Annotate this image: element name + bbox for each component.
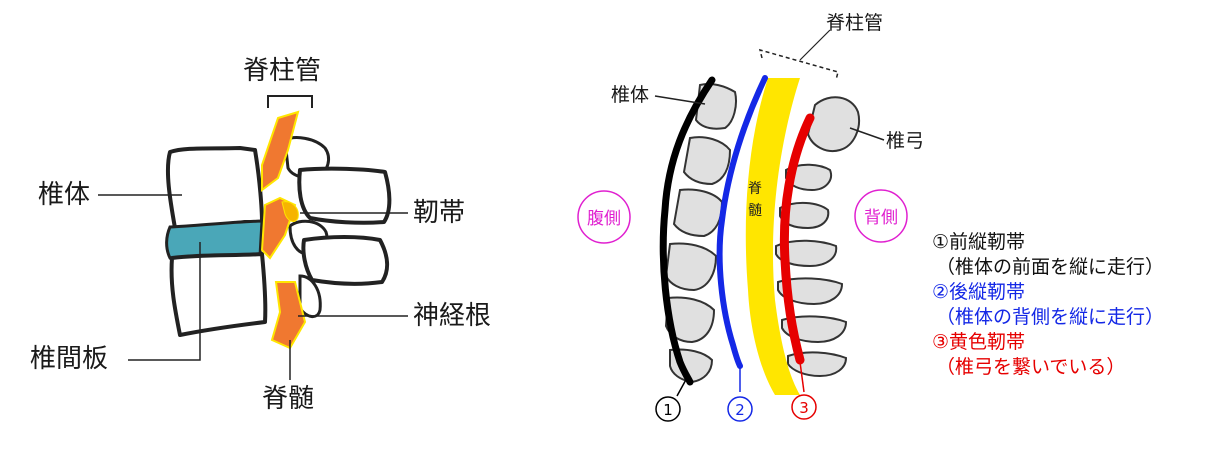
ligamentum-yellow xyxy=(281,201,299,222)
right-vertebral-body-label: 椎体 xyxy=(611,84,650,106)
upper-spinous-process xyxy=(297,166,392,225)
lower-spinous-process xyxy=(301,235,389,286)
spinal-cord-segment-upper xyxy=(261,110,300,192)
lower-vertebral-body xyxy=(169,252,268,337)
svg-text:背側: 背側 xyxy=(864,208,898,228)
legend-item-3-desc: （椎弓を繋いでいる） xyxy=(936,356,1126,379)
svg-text:1: 1 xyxy=(663,401,673,419)
left-disc-label: 椎間板 xyxy=(30,344,109,374)
leader-disc xyxy=(128,242,201,361)
intervertebral-disc xyxy=(165,219,264,260)
cord-char-2: 髄 xyxy=(748,203,762,219)
legend-item-1-desc: （椎体の前面を縦に走行） xyxy=(936,256,1165,279)
cord-char-1: 脊 xyxy=(748,181,762,197)
svg-text:2: 2 xyxy=(735,401,745,419)
svg-text:3: 3 xyxy=(799,399,809,417)
left-canal-label: 脊柱管 xyxy=(243,56,322,86)
upper-vertebral-body xyxy=(165,146,264,230)
legend-item-2-desc: （椎体の背側を縦に走行） xyxy=(936,306,1165,329)
left-diagram xyxy=(98,95,408,380)
right-diagram: 脊 髄 1 2 3 腹側 xyxy=(577,29,908,422)
posterior-longitudinal-ligament xyxy=(716,75,768,369)
leader-canal xyxy=(799,29,831,61)
canal-dashed-bracket xyxy=(758,48,839,81)
left-ligament-label: 靭帯 xyxy=(413,198,466,228)
legend-item-3-title: ③黄色靭帯 xyxy=(932,331,1026,354)
svg-text:腹側: 腹側 xyxy=(587,209,621,229)
ligamentum-flavum xyxy=(779,113,815,365)
dorsal-badge: 背側 xyxy=(854,189,908,243)
inferior-process xyxy=(298,274,322,318)
ventral-badge: 腹側 xyxy=(577,190,631,244)
canal-bracket xyxy=(267,95,313,108)
legend-item-2-title: ②後縦靭帯 xyxy=(932,281,1026,304)
right-lamina-label: 椎弓 xyxy=(886,130,925,152)
right-canal-label: 脊柱管 xyxy=(826,12,884,34)
marker-1: 1 xyxy=(655,396,681,422)
leader-marker-1 xyxy=(676,375,689,397)
left-nerve-root-label: 神経根 xyxy=(413,301,492,331)
spinal-cord-band xyxy=(745,78,800,395)
leader-marker-3 xyxy=(799,361,805,393)
ligament-legend: ①前縦靭帯 （椎体の前面を縦に走行） ②後縦靭帯 （椎体の背側を縦に走行） ③黄… xyxy=(932,230,1212,380)
anterior-longitudinal-ligament xyxy=(659,76,716,386)
legend-item-1-title: ①前縦靭帯 xyxy=(932,231,1026,253)
left-spinal-cord-label: 脊髄 xyxy=(262,384,315,414)
marker-2: 2 xyxy=(727,396,753,422)
leader-right-vertebral-body xyxy=(654,95,706,105)
lamina-shape xyxy=(806,96,860,152)
left-vertebral-body-label: 椎体 xyxy=(38,180,91,210)
marker-3: 3 xyxy=(791,394,817,420)
leader-lamina xyxy=(849,127,885,141)
posterior-elements xyxy=(775,96,860,378)
